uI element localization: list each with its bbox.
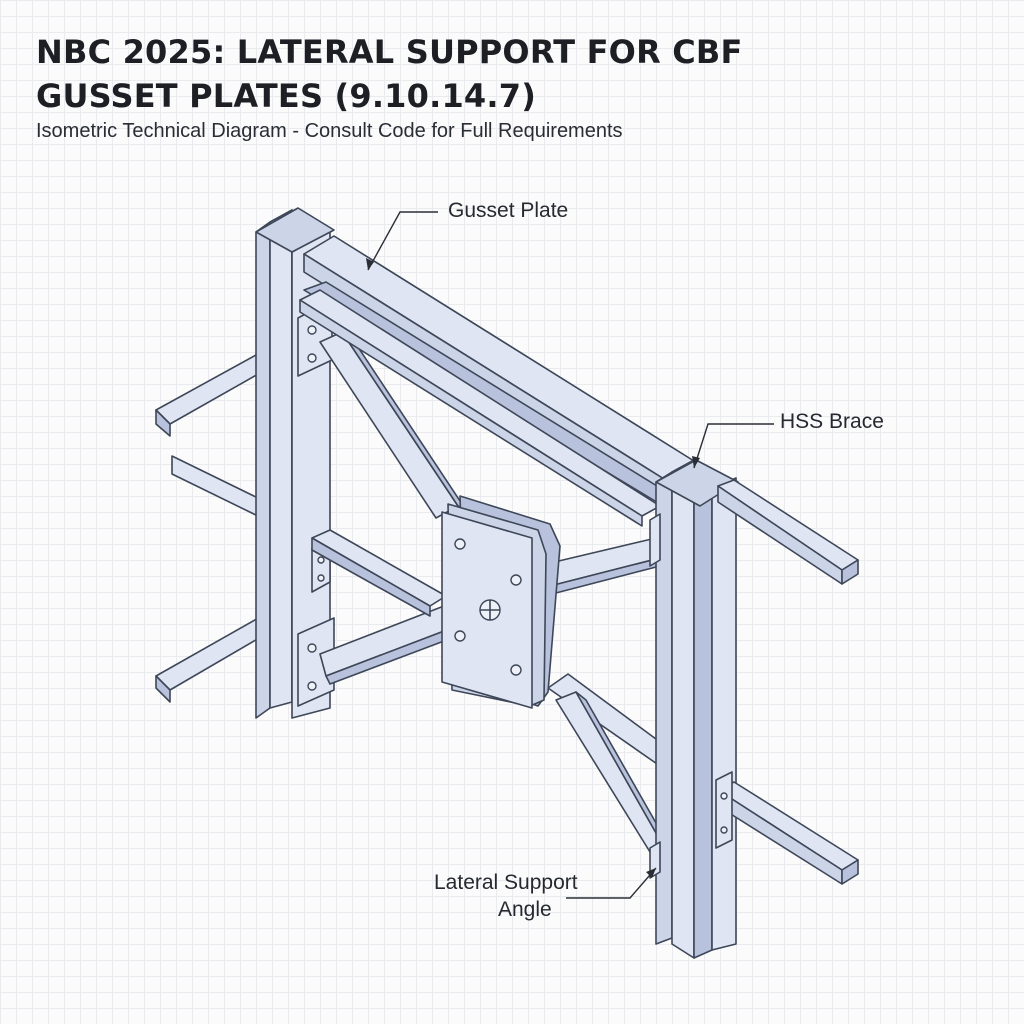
mid-left-horizontal-strut [311, 529, 447, 617]
lower-left-hss-brace [319, 605, 453, 685]
gusset-plate [441, 495, 561, 709]
title-line-2: GUSSET PLATES (9.10.14.7) [36, 77, 537, 115]
callout-lateral-support-label-line1: Lateral Support [434, 871, 578, 894]
right-column-clip-plate [649, 513, 661, 879]
callout-lateral-support-label-line2: Angle [498, 898, 552, 921]
upper-right-hss-brace [545, 537, 661, 595]
right-outrigger-top [717, 479, 859, 585]
callout-hss-brace: HSS Brace [692, 410, 884, 469]
lower-right-hss-brace [547, 673, 661, 853]
callout-gusset-plate: Gusset Plate [366, 199, 568, 271]
gusset-bolt-icon [454, 630, 466, 642]
title-line-1: NBC 2025: LATERAL SUPPORT FOR CBF [36, 33, 743, 71]
gusset-bolt-icon [510, 664, 522, 676]
gusset-bolt-icon [454, 538, 466, 550]
top-beam [299, 235, 703, 527]
right-outrigger-bottom [715, 771, 859, 885]
page-subtitle: Isometric Technical Diagram - Consult Co… [36, 120, 623, 142]
callout-hss-brace-label: HSS Brace [780, 410, 884, 433]
right-column [655, 459, 739, 959]
callout-lateral-support-angle: Lateral Support Angle [434, 867, 657, 921]
callout-gusset-plate-label: Gusset Plate [448, 199, 568, 222]
left-bottom-connection-plate [297, 617, 335, 707]
page-title: NBC 2025: LATERAL SUPPORT FOR CBF GUSSET… [36, 30, 796, 118]
left-outrigger-middle [171, 455, 263, 519]
gusset-bolt-icon [510, 574, 522, 586]
